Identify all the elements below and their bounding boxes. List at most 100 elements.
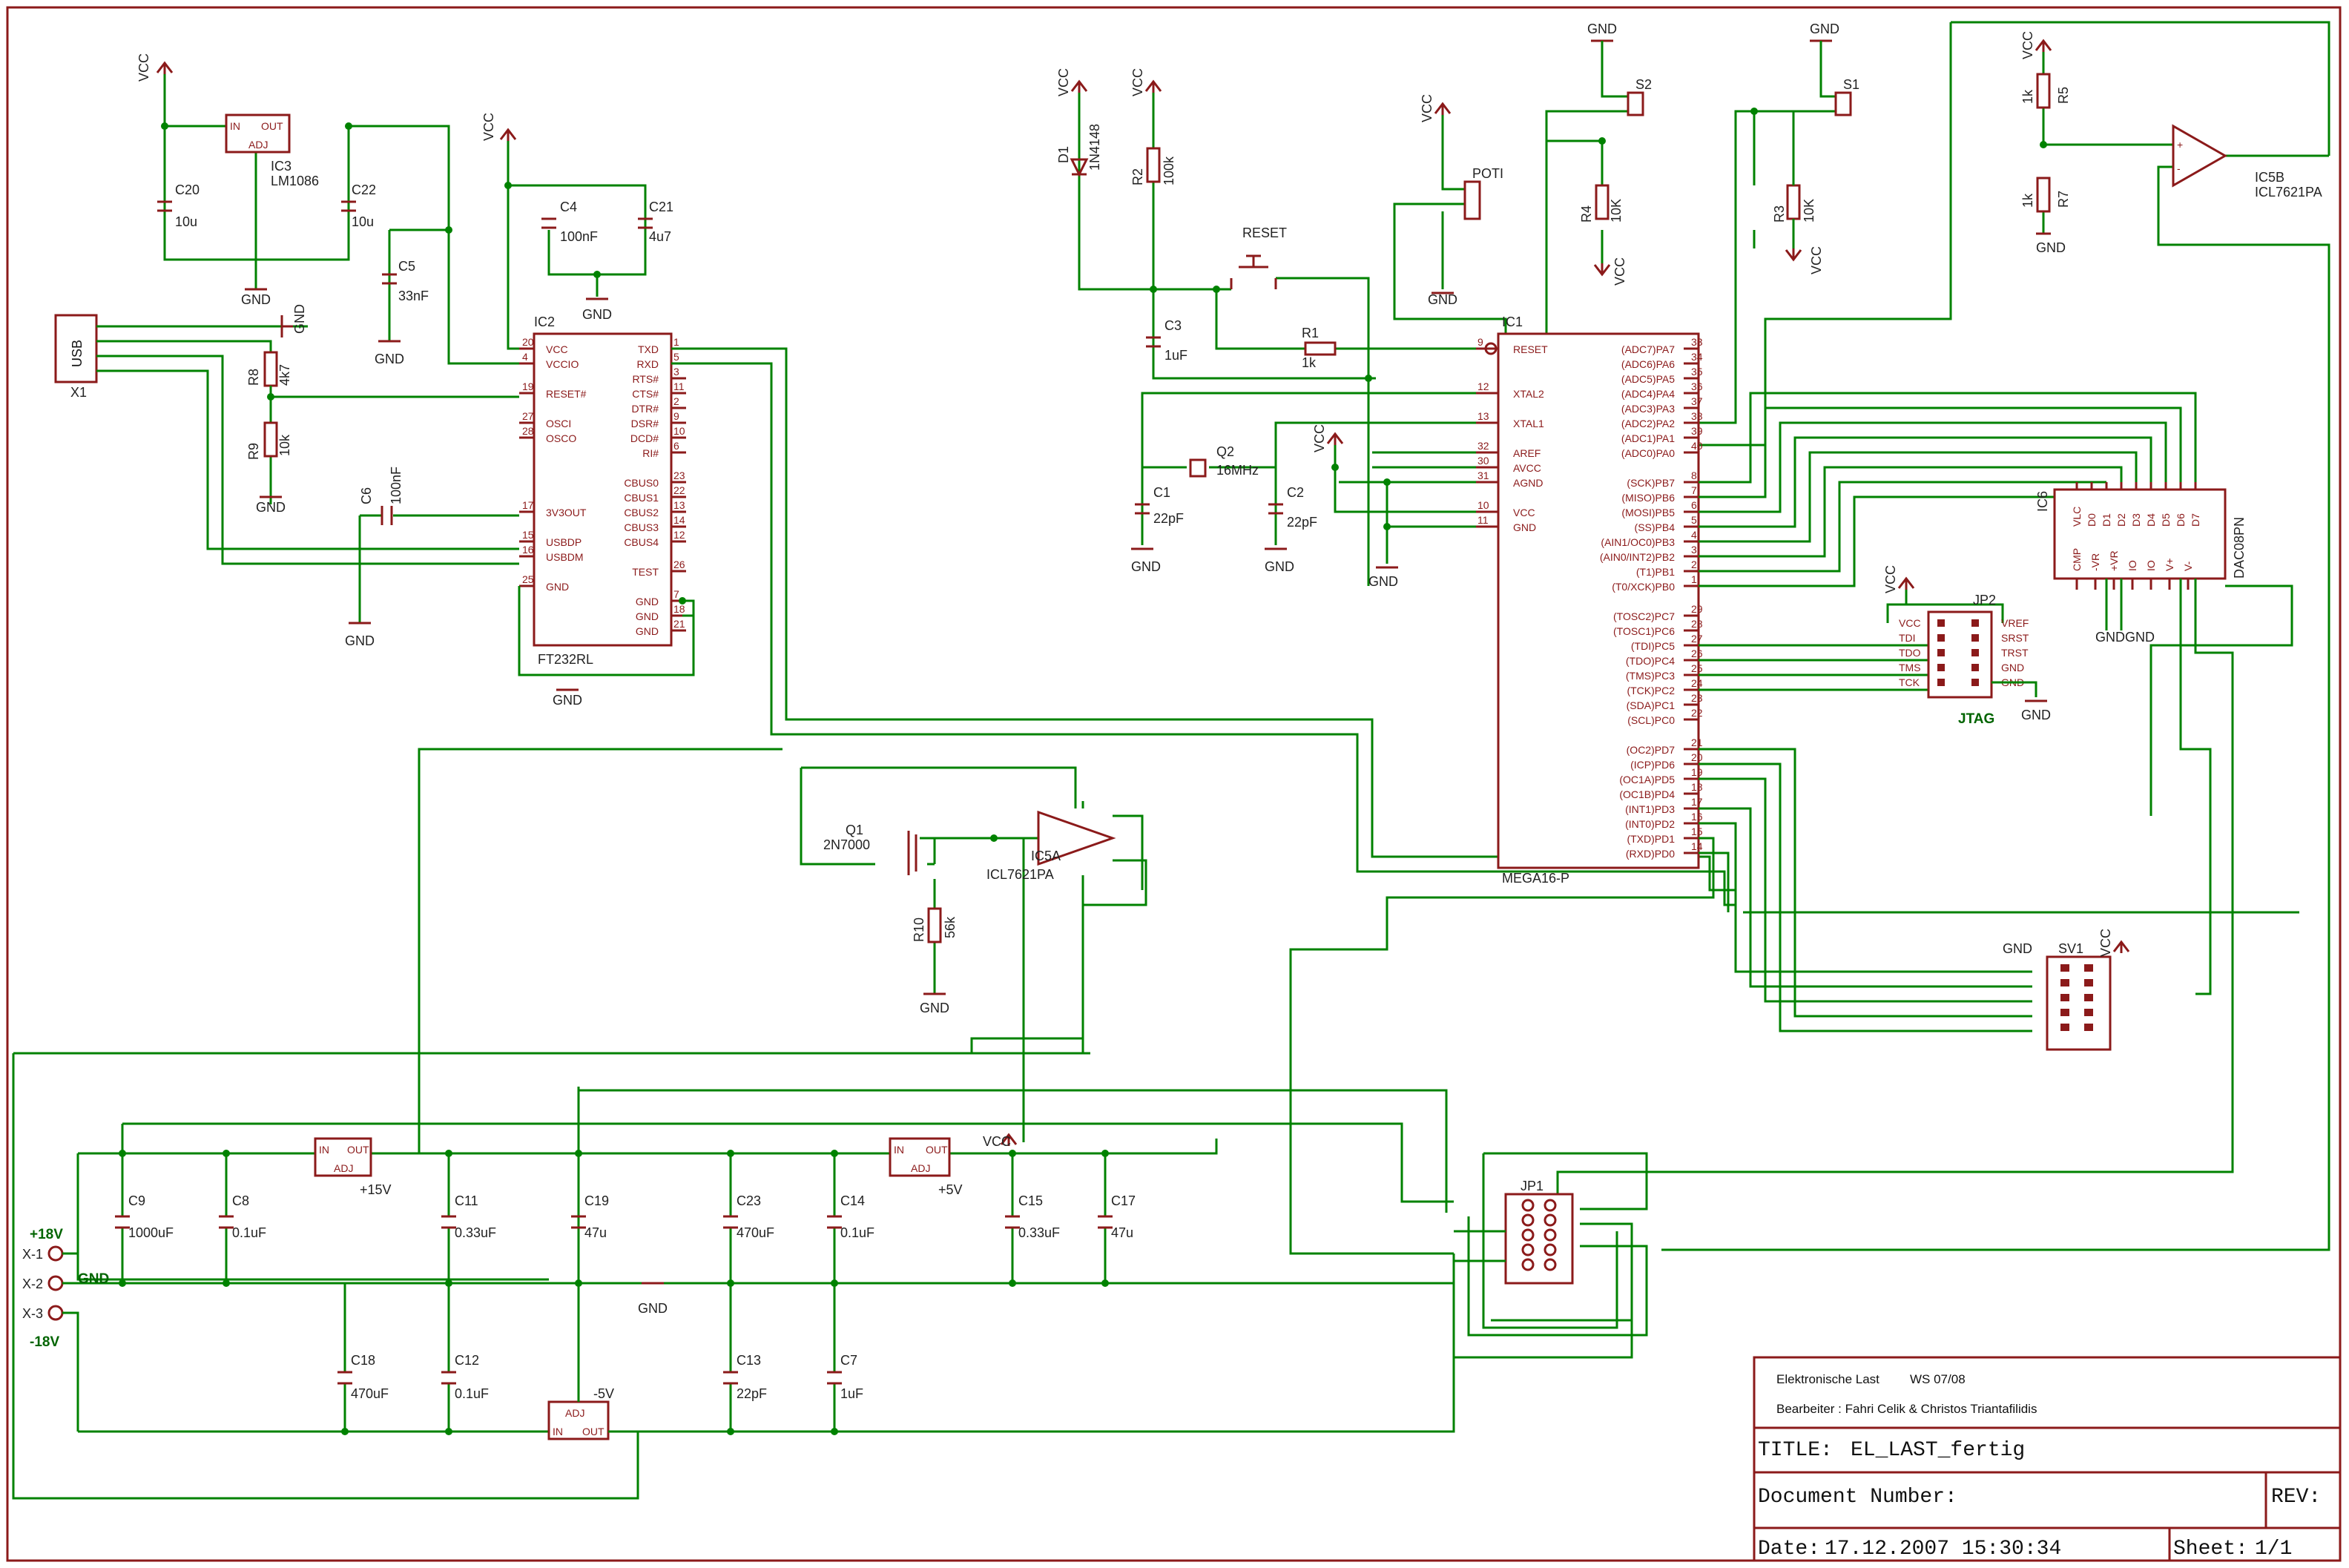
junction: [727, 1150, 734, 1157]
power-supply-section: C91000uFC80.1uFC110.33uFC1947uC23470uFC1…: [12, 748, 1455, 1500]
ic1-pin-name: (OC1A)PD5: [1619, 774, 1675, 785]
ic1-pin-number: 23: [1691, 692, 1703, 704]
ic1-pin-number: 32: [1477, 440, 1489, 452]
ic1-left-pins: RESET9XTAL212XTAL113AREF32AVCC30AGND31VC…: [1476, 336, 1548, 533]
ic2-pin-name: 3V3OUT: [546, 507, 587, 518]
ic1-pin-name: (SDA)PC1: [1627, 699, 1676, 711]
ic2-pin-number: 22: [673, 484, 685, 496]
jtag-left-pin-name: TMS: [1899, 662, 1921, 673]
cap-value: 1000uF: [128, 1225, 174, 1240]
gnd-label-s2: GND: [1587, 22, 1617, 36]
jtag-pin: [1937, 619, 1945, 627]
jtag-right-pin-name: VREF: [2001, 617, 2029, 629]
usb-connector-x1: USB X1 GND R8 4k7 R9 10k GND C6 100nF GN…: [54, 304, 519, 648]
poti-label: POTI: [1472, 166, 1503, 181]
gnd-label-ic6b: GND: [2125, 630, 2155, 645]
reg-15v-label: +15V: [360, 1182, 392, 1197]
sheet-value: 1/1: [2255, 1538, 2292, 1561]
ic2-pin-name: RTS#: [632, 373, 659, 385]
gnd-label-ic6a: GND: [2095, 630, 2125, 645]
jtag-pin: [1971, 619, 1979, 627]
reg-m5v-label: -5V: [593, 1386, 614, 1401]
ic6-pin-name: D3: [2130, 513, 2142, 527]
cap-name: C23: [737, 1193, 761, 1208]
ic5b-value: ICL7621PA: [2255, 185, 2322, 200]
vcc-label-avcc: VCC: [1312, 424, 1327, 452]
x1-terminal-label: X-1: [22, 1247, 43, 1262]
ic1-mega16: IC1 MEGA16-P RESET9XTAL212XTAL113AREF32A…: [1289, 314, 2197, 1255]
sv1-pin: [2060, 964, 2069, 972]
ic2-pin-name: VCCIO: [546, 358, 579, 370]
r7-value: 1k: [2020, 193, 2035, 208]
ic5b-opamp: VCC 1k R5 1k R7 GND + - IC5B ICL7621PA: [1661, 21, 2330, 1251]
junction: [831, 1150, 838, 1157]
ic1-pin-number: 27: [1691, 633, 1703, 645]
ic6-name: IC6: [2035, 491, 2050, 512]
c20-value: 10u: [175, 214, 197, 229]
ic6-pin-name: D4: [2145, 513, 2157, 527]
ic2-value: FT232RL: [538, 652, 593, 667]
ic1-pin-name: (ADC3)PA3: [1621, 403, 1675, 415]
jp1-pin: [1521, 1199, 1535, 1212]
gnd-label-x1: GND: [292, 304, 307, 334]
r4-value: 10K: [1609, 199, 1624, 223]
r7-name: R7: [2056, 191, 2071, 208]
terminal-x3: [47, 1305, 64, 1321]
junction: [727, 1428, 734, 1435]
ic2-pin-number: 20: [522, 336, 534, 348]
junction: [831, 1428, 838, 1435]
d1-name: D1: [1056, 146, 1071, 163]
jp1-pin: [1544, 1199, 1557, 1212]
gnd-label-s1: GND: [1810, 22, 1839, 36]
s2-label: S2: [1635, 77, 1652, 92]
gnd-label-poti: GND: [1428, 292, 1457, 307]
ic1-pin-number: 22: [1691, 707, 1703, 719]
r8-name: R8: [246, 369, 261, 386]
ic2-pin-number: 13: [673, 499, 685, 511]
c3-value: 1uF: [1164, 348, 1187, 363]
ic2-pin-number: 4: [522, 351, 528, 363]
ic2-pin-number: 25: [522, 573, 534, 585]
ic1-value: MEGA16-P: [1502, 871, 1569, 886]
sv1-label: SV1: [2058, 941, 2083, 956]
minus18v-label: -18V: [30, 1334, 59, 1350]
ic1-pin-name: (ADC0)PA0: [1621, 447, 1675, 459]
switches-s1-s2: GND GND S2 S1 R4 10K VCC R3 10K VCC: [1545, 22, 1859, 424]
crystal-section: Q2 16MHz C1 22pF C2 22pF GND GND GND VCC: [1131, 392, 1476, 589]
cap-value: 470uF: [351, 1386, 389, 1401]
cap-value: 47u: [1111, 1225, 1133, 1240]
ic3-in-label: IN: [230, 120, 240, 132]
ic2-pin-name: OSCI: [546, 418, 571, 429]
ic1-pin-number: 9: [1477, 336, 1483, 348]
gnd-label-conn: GND: [78, 1271, 109, 1287]
ic1-pin-name: (MISO)PB6: [1621, 492, 1675, 504]
x1-label: X1: [70, 385, 87, 400]
ic2-pin-name: CBUS4: [624, 536, 659, 548]
x2-terminal-label: X-2: [22, 1277, 43, 1291]
cap-name: C7: [840, 1353, 857, 1368]
jp1-header: JP1: [1454, 1152, 1648, 1359]
ic1-pin-name: AVCC: [1513, 462, 1541, 474]
cap-value: 1uF: [840, 1386, 863, 1401]
ic1-name: IC1: [1502, 314, 1523, 329]
ic1-pin-number: 16: [1691, 811, 1703, 823]
jtag-pin: [1937, 664, 1945, 671]
jtag-pin: [1971, 679, 1979, 686]
vcc-label-ic3: VCC: [136, 53, 151, 82]
ic1-pin-number: 15: [1691, 826, 1703, 837]
ic2-pin-name: TXD: [638, 343, 659, 355]
ic6-pin-name: IO: [2145, 560, 2157, 571]
ic1-pin-name: (TDO)PC4: [1626, 655, 1675, 667]
cap-name: C19: [584, 1193, 609, 1208]
s1-label: S1: [1843, 77, 1859, 92]
jp1-pin: [1544, 1258, 1557, 1271]
ic1-pin-number: 2: [1691, 559, 1697, 570]
rev-label: REV:: [2271, 1486, 2321, 1509]
vcc-label-r5: VCC: [2020, 31, 2035, 59]
junction: [1101, 1150, 1109, 1157]
ic1-pin-number: 39: [1691, 425, 1703, 437]
vcc-label-sv1: VCC: [2098, 929, 2113, 957]
